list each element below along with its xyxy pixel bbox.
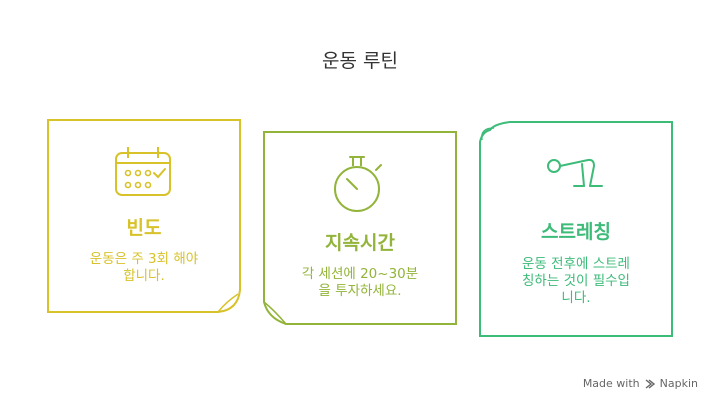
- stretching-figure-icon: [547, 158, 603, 187]
- card-1-fold: [217, 293, 239, 313]
- card-2-title: 지속시간: [325, 232, 395, 254]
- card-2-outline: [263, 131, 457, 325]
- calendar-check-icon: [115, 147, 171, 196]
- card-3-title: 스트레칭: [541, 221, 611, 243]
- card-2-curl: [263, 301, 287, 325]
- card-3-body: 운동 전후에 스트레 칭하는 것이 필수입 니다.: [480, 256, 672, 307]
- watermark-brand: Napkin: [659, 377, 698, 390]
- card-1-body-line-2: 합니다.: [123, 268, 165, 284]
- page-title: 운동 루틴: [322, 50, 398, 72]
- card-2-body-line-1: 각 세션에 20~30분: [301, 266, 419, 282]
- stopwatch-icon: [334, 156, 382, 212]
- card-2-body: 각 세션에 20~30분 을 투자하세요.: [264, 266, 456, 300]
- card-3-body-line-3: 니다.: [561, 290, 591, 306]
- card-2-body-line-2: 을 투자하세요.: [318, 283, 402, 299]
- card-1-title: 빈도: [126, 217, 162, 239]
- card-3-curl: [481, 127, 495, 141]
- made-with-napkin-watermark[interactable]: Made with Napkin: [583, 377, 698, 390]
- card-3-body-line-1: 운동 전후에 스트레: [522, 256, 630, 272]
- card-3-body-line-2: 칭하는 것이 필수입: [522, 273, 630, 289]
- card-3-outline: [479, 121, 673, 337]
- watermark-prefix: Made with: [582, 377, 640, 390]
- card-1-body-line-1: 운동은 주 3회 해야: [89, 251, 199, 267]
- napkin-logo-icon: [645, 378, 655, 389]
- card-1-body: 운동은 주 3회 해야 합니다.: [48, 251, 240, 285]
